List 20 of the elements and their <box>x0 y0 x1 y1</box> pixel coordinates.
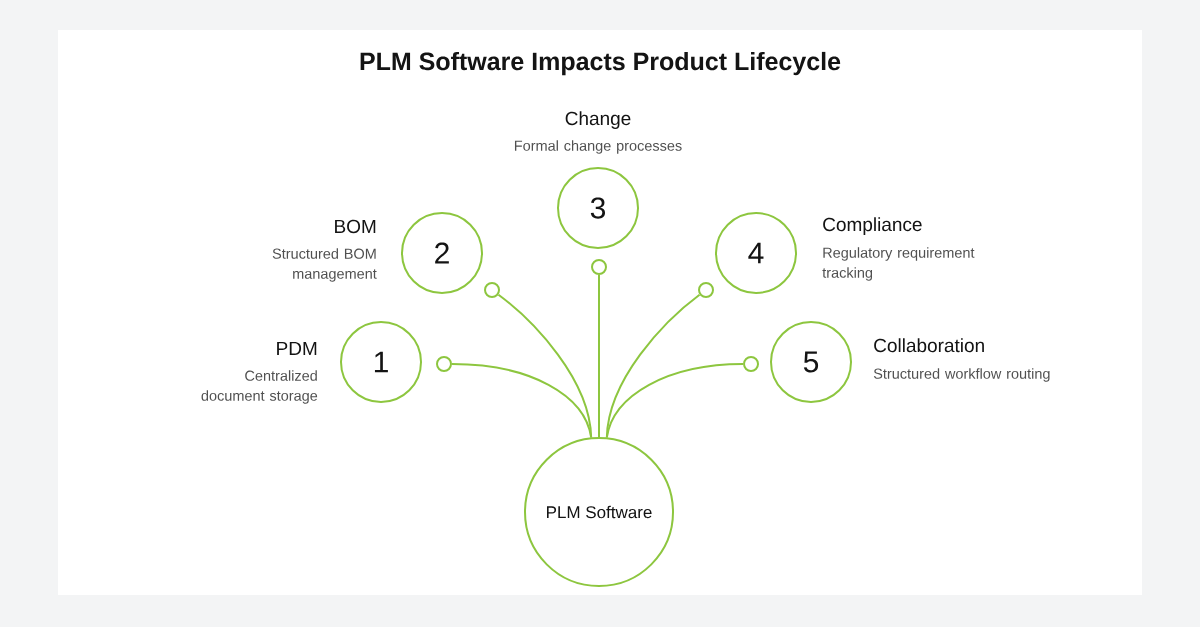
connector <box>497 293 593 439</box>
end-ring <box>436 356 452 372</box>
heading: Change <box>565 111 631 129</box>
heading: PDM <box>277 341 317 355</box>
title: PLM Software Impacts Product Lifecycle <box>360 51 841 76</box>
description: Structured BOM management <box>272 248 377 282</box>
end-ring <box>743 356 759 372</box>
connector <box>598 274 600 438</box>
end-ring <box>698 282 714 298</box>
description: Regulatory requirement tracking <box>822 247 975 281</box>
end-ring <box>591 259 607 275</box>
end-ring <box>484 282 500 298</box>
description: Centralized document storage <box>201 370 318 404</box>
heading: BOM <box>335 219 376 234</box>
heading: Compliance <box>823 217 922 235</box>
heading: Collaboration <box>874 338 984 353</box>
description: Formal change processes <box>515 140 682 154</box>
connector <box>605 363 744 439</box>
description: Structured workflow routing <box>873 368 1050 382</box>
connector <box>451 363 593 439</box>
